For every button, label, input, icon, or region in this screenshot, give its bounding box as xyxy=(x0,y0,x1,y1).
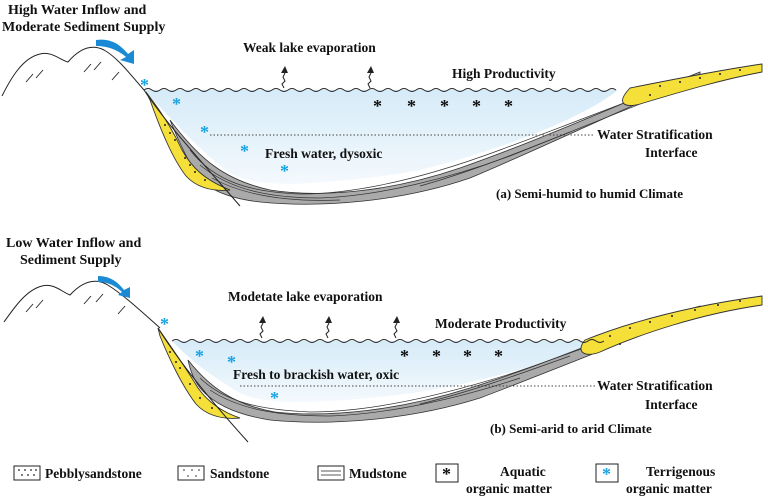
water-surface xyxy=(143,88,617,92)
inflow-arrow-icon xyxy=(98,276,130,298)
terrigenous-star: * xyxy=(240,141,249,161)
legend-swatch-sandstone xyxy=(177,465,205,481)
legend-label-terrigenous-line1: Terrigenous xyxy=(646,464,715,479)
sandstone-lobe-right xyxy=(580,295,763,355)
legend-swatch-mudstone xyxy=(317,465,345,481)
basin-slope xyxy=(157,327,249,443)
basin-slope xyxy=(143,89,241,207)
legend: Pebblysandstone Sandstone Mudstone * Aqu… xyxy=(13,463,715,496)
terrigenous-star: * xyxy=(270,388,279,408)
mudstone-laminae xyxy=(189,77,696,201)
climate-caption: (a) Semi-humid to humid Climate xyxy=(496,186,683,201)
mountain-outline xyxy=(3,280,161,329)
aquatic-star: * xyxy=(400,346,409,366)
evaporation-arrow-icon xyxy=(259,322,398,339)
aquatic-star: * xyxy=(432,346,441,366)
mudstone-lines xyxy=(321,470,341,476)
stratification-label-line1: Water Stratification xyxy=(597,127,713,142)
sandstone-dots-right xyxy=(649,69,741,96)
legend-label-aquatic-line1: Aquatic xyxy=(500,464,546,479)
productivity-label: Moderate Productivity xyxy=(435,316,567,331)
water-condition-label: Fresh to brackish water, oxic xyxy=(233,367,399,382)
inflow-label-line2: Moderate Sediment Supply xyxy=(2,20,165,35)
evaporation-arrow-icon xyxy=(281,72,372,89)
panel-b: * * * * * * * * Low Water Inflow and Sed… xyxy=(3,236,763,443)
legend-label-sandstone: Sandstone xyxy=(210,466,269,481)
inflow-label-line1: Low Water Inflow and xyxy=(6,236,141,251)
stratification-label-line2: Interface xyxy=(645,397,697,412)
legend-label-pebbly: Pebblysandstone xyxy=(45,466,142,481)
evaporation-label: Modetate lake evaporation xyxy=(228,289,383,304)
aquatic-star: * xyxy=(494,346,503,366)
aquatic-stars: * * * * xyxy=(400,346,503,366)
inflow-arrow-icon xyxy=(96,39,134,64)
water-surface xyxy=(171,339,605,343)
sandstone-dots-left xyxy=(169,351,213,409)
terrigenous-star: * xyxy=(200,122,209,142)
aquatic-star: * xyxy=(440,96,449,116)
stratification-label-line2: Interface xyxy=(645,145,697,160)
lake-water xyxy=(172,341,600,402)
mountain-hatch xyxy=(25,293,126,315)
legend-label-aquatic-line2: organic matter xyxy=(466,481,552,496)
sandstone-lobe-right xyxy=(622,63,763,106)
terrigenous-star: * xyxy=(172,94,181,114)
sandstone-dots xyxy=(183,469,200,477)
terrigenous-star-icon: * xyxy=(602,464,611,484)
terrigenous-star: * xyxy=(227,352,236,372)
aquatic-stars: * * * * * xyxy=(373,96,513,116)
aquatic-star-icon: * xyxy=(442,464,451,484)
pebbly-dots xyxy=(18,469,37,476)
panel-a: * * * * * * * * * * High Water Inflow an… xyxy=(1,3,763,207)
lake-water xyxy=(144,90,618,184)
terrigenous-star: * xyxy=(280,161,289,181)
inflow-label-line1: High Water Inflow and xyxy=(8,3,147,18)
sandstone-dots-left xyxy=(164,124,206,181)
terrigenous-star: * xyxy=(195,346,204,366)
aquatic-star: * xyxy=(373,96,382,116)
stratification-label-line1: Water Stratification xyxy=(597,378,713,393)
aquatic-star: * xyxy=(463,346,472,366)
aquatic-star: * xyxy=(407,96,416,116)
mountain-outline xyxy=(1,46,145,97)
mountain-hatch xyxy=(25,61,120,83)
productivity-label: High Productivity xyxy=(452,66,556,81)
terrigenous-stars: * * * * * xyxy=(140,75,289,181)
inflow-label-line2: Sediment Supply xyxy=(20,253,122,268)
water-condition-label: Fresh water, dysoxic xyxy=(265,146,382,161)
sandstone-dots-right xyxy=(609,300,741,345)
evaporation-arrow-heads xyxy=(281,66,374,73)
legend-label-mudstone: Mudstone xyxy=(349,466,407,481)
terrigenous-stars: * * * * xyxy=(160,314,279,408)
aquatic-star: * xyxy=(472,96,481,116)
legend-swatch-terrigenous xyxy=(595,463,619,483)
climate-caption: (b) Semi-arid to arid Climate xyxy=(490,421,652,436)
terrigenous-star: * xyxy=(160,314,169,334)
evaporation-arrow-heads xyxy=(259,316,400,323)
legend-swatch-pebbly xyxy=(13,465,41,481)
legend-label-terrigenous-line2: organic matter xyxy=(626,481,712,496)
evaporation-label: Weak lake evaporation xyxy=(243,40,376,55)
legend-swatch-aquatic xyxy=(435,463,459,483)
sandstone-lobe-left xyxy=(145,91,231,191)
aquatic-star: * xyxy=(504,96,513,116)
terrigenous-star: * xyxy=(140,75,149,95)
